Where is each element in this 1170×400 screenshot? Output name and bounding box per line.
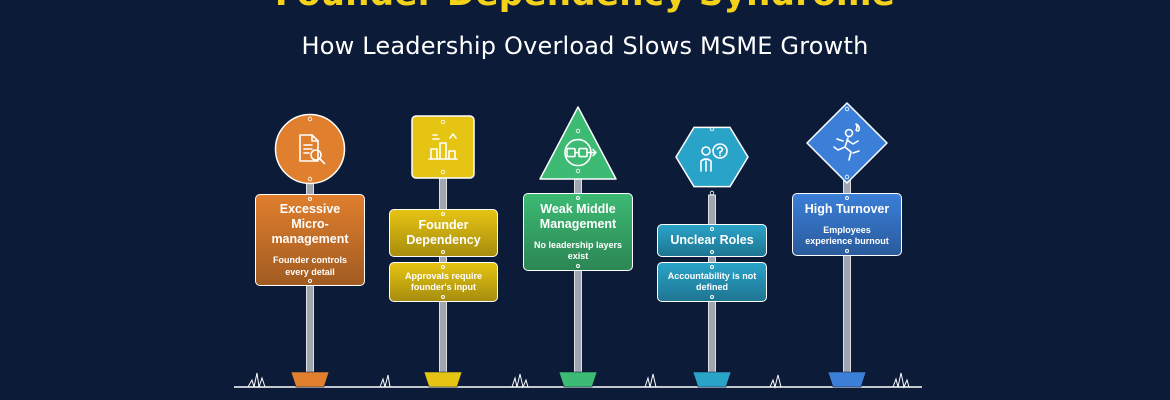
signpost-description: Founder controls every detail — [273, 255, 347, 277]
signpost-base — [692, 371, 732, 388]
panel-bolt — [709, 265, 714, 269]
person-question-icon — [700, 143, 728, 172]
signpost-3 — [539, 106, 617, 388]
page-title: Founder Dependency Syndrome — [0, 0, 1170, 14]
hierarchy-chart-icon — [428, 133, 458, 160]
signpost-base — [827, 371, 867, 388]
signpost-title-panel: Weak Middle Management No leadership laye… — [523, 193, 633, 271]
panel-bolt — [844, 249, 849, 253]
panel-bolt — [307, 279, 312, 283]
grass-tufts — [247, 372, 910, 389]
signpost-description: Employees experience burnout — [805, 224, 889, 247]
signpost-description: Accountability is not defined — [667, 270, 757, 293]
signpost-5 — [806, 102, 888, 388]
signpost-description: No leadership layers exist — [533, 239, 623, 262]
signpost-description: Approvals require founder's input — [404, 270, 483, 293]
signpost-base — [558, 371, 598, 388]
document-search-icon — [299, 134, 326, 165]
signpost-topper — [539, 106, 617, 180]
panel-bolt — [441, 265, 445, 269]
process-flow-icon — [564, 138, 597, 167]
signpost-title: High Turnover — [804, 201, 890, 216]
panel-bolt — [709, 227, 714, 231]
page-subtitle: How Leadership Overload Slows MSME Growt… — [301, 32, 869, 60]
signpost-title: Weak Middle Management — [539, 201, 617, 231]
panel-bolt — [575, 196, 580, 200]
panel-bolt — [441, 295, 445, 299]
panel-bolt — [575, 264, 580, 268]
signpost-base — [423, 371, 463, 388]
panel-bolt — [441, 212, 445, 216]
signpost-title-panel: Unclear Roles — [657, 224, 767, 257]
person-running-icon — [833, 123, 860, 161]
signpost-description-panel: Approvals require founder's input — [389, 262, 498, 302]
panel-bolt — [441, 250, 445, 254]
panel-bolt — [844, 196, 849, 200]
panel-bolt — [307, 197, 312, 201]
signpost-4 — [675, 126, 749, 388]
signpost-title-panel: Founder Dependency — [389, 209, 498, 257]
signpost-base — [290, 371, 330, 388]
signpost-topper — [675, 126, 749, 188]
panel-bolt — [709, 250, 714, 254]
signpost-description-panel: Accountability is not defined — [657, 262, 767, 302]
signpost-title: Excessive Micro-management — [271, 202, 349, 246]
signpost-title: Founder Dependency — [406, 218, 481, 247]
signpost-title: Unclear Roles — [670, 233, 754, 247]
panel-bolt — [709, 295, 714, 299]
signpost-topper — [411, 115, 475, 179]
